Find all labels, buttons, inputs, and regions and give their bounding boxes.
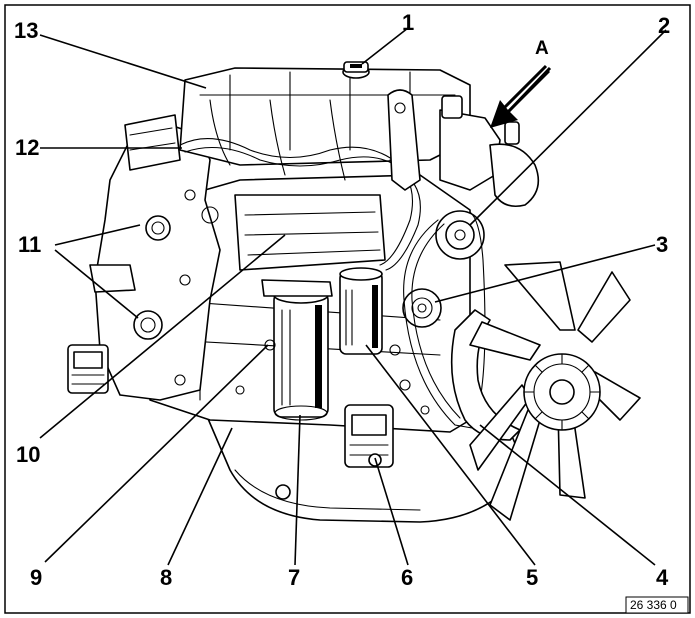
engine-mount-left <box>67 344 109 394</box>
view-arrow-a: A <box>490 38 552 128</box>
callout-1: 1 <box>402 10 414 35</box>
leader-1 <box>361 27 409 65</box>
leader-6 <box>374 457 409 566</box>
cooling-fan <box>469 261 641 521</box>
callout-13: 13 <box>14 18 38 43</box>
leader-7 <box>294 414 301 566</box>
fuel-filter <box>339 267 383 355</box>
callout-12: 12 <box>15 135 39 160</box>
callout-10: 10 <box>16 442 40 467</box>
tension-pulley <box>402 288 442 328</box>
v-belt <box>403 211 486 429</box>
leader-lines <box>39 27 667 566</box>
callout-8: 8 <box>160 565 172 590</box>
leader-2 <box>469 29 667 226</box>
callout-2: 2 <box>658 13 670 38</box>
drain-plug <box>275 484 291 500</box>
timing-case-boss-upper <box>145 215 171 241</box>
intake-manifold <box>124 114 181 171</box>
view-label-a: A <box>535 38 549 59</box>
leader-9 <box>44 344 269 563</box>
leader-11b <box>54 249 139 319</box>
callout-4: 4 <box>656 565 669 590</box>
cylinder-head <box>179 67 471 166</box>
engine-mount-right <box>344 404 394 468</box>
engine-illustration <box>67 61 641 523</box>
callout-5: 5 <box>526 565 538 590</box>
diagram-frame <box>4 4 691 614</box>
callout-labels: 1 2 3 4 5 6 7 8 9 10 11 12 13 <box>14 10 670 590</box>
coolant-outlet <box>489 143 540 208</box>
oil-filler-cap <box>342 61 370 79</box>
bolt-details <box>174 339 430 415</box>
leader-3 <box>434 244 656 303</box>
callout-7: 7 <box>288 565 300 590</box>
leader-5 <box>365 344 536 566</box>
timing-case-boss-lower <box>133 310 163 340</box>
callout-11: 11 <box>18 232 41 257</box>
leader-4 <box>479 424 656 566</box>
timing-case <box>94 124 221 401</box>
leader-11a <box>54 224 141 246</box>
lube-oil-filter <box>261 279 333 421</box>
callout-3: 3 <box>656 232 668 257</box>
callout-9: 9 <box>30 565 42 590</box>
leader-13 <box>39 34 207 89</box>
reference-code-text: 26 336 0 <box>630 598 677 612</box>
leader-10 <box>39 234 286 439</box>
reference-code: 26 336 0 <box>625 596 689 614</box>
leader-8 <box>167 427 233 566</box>
callout-6: 6 <box>401 565 413 590</box>
